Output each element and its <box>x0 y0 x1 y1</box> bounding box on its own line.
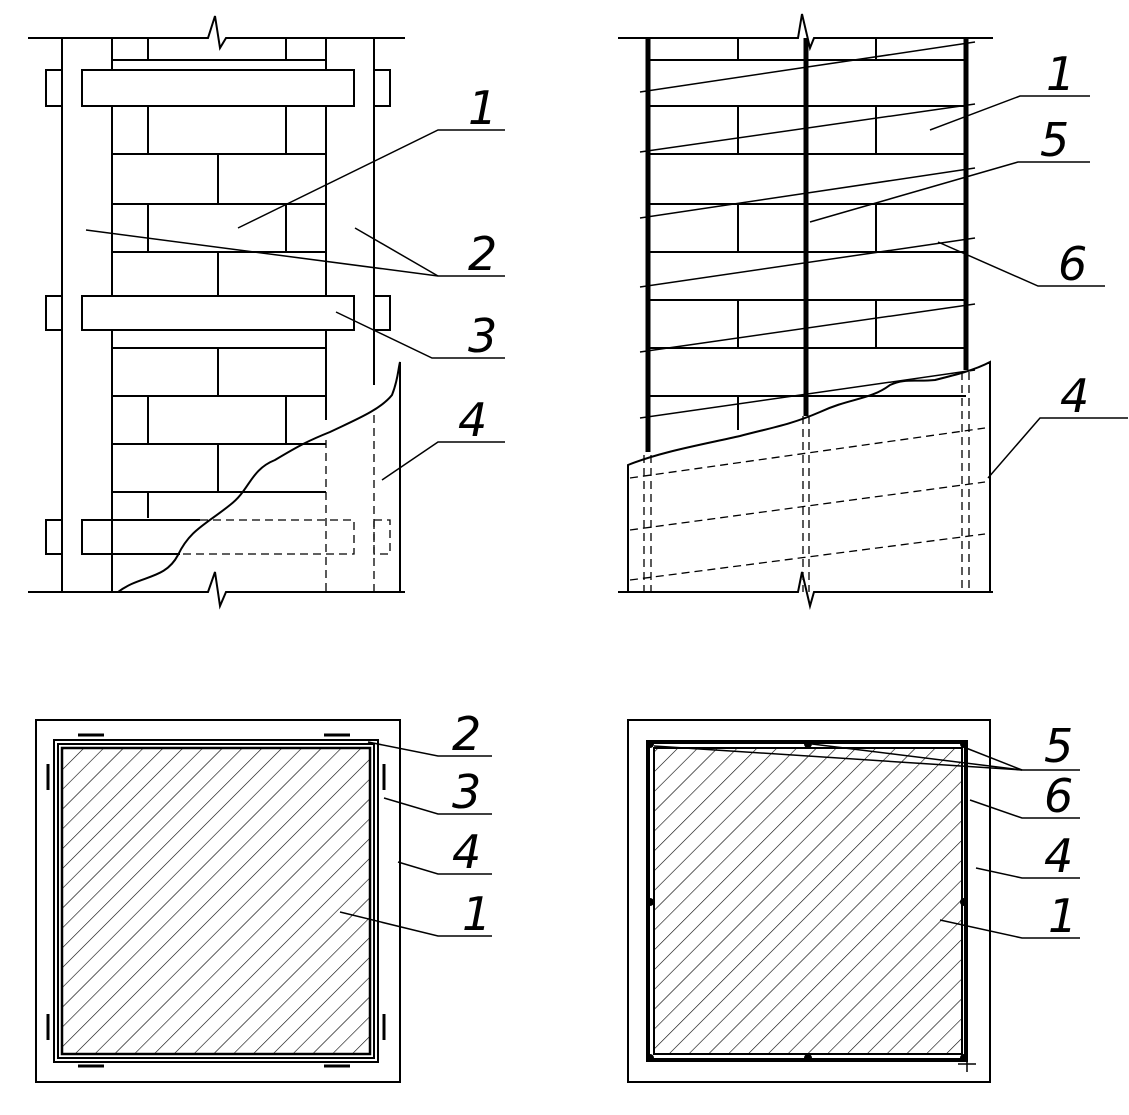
elevation-right <box>618 13 1128 610</box>
core-hatched <box>60 746 372 1056</box>
callout-label: 3 <box>468 309 497 363</box>
corner-angles <box>46 733 386 1068</box>
leaders <box>85 129 505 481</box>
bar-dots <box>646 740 968 1062</box>
core-hatched <box>653 747 963 1055</box>
leaders <box>809 95 1128 479</box>
callout-label: 2 <box>468 227 497 281</box>
callout-label: 4 <box>458 393 487 447</box>
section-left <box>35 719 492 1083</box>
callout-label: 5 <box>1044 719 1073 773</box>
hidden-lines <box>180 415 391 592</box>
callout-labels: 1 2 3 4 1 5 6 4 2 3 4 1 5 6 4 1 <box>452 47 1089 943</box>
elevation-left <box>28 15 505 610</box>
callout-label: 2 <box>452 707 481 761</box>
callout-label: 1 <box>1048 889 1077 943</box>
callout-label: 6 <box>1058 237 1087 291</box>
callout-label: 5 <box>1040 113 1069 167</box>
leaders <box>653 743 1080 939</box>
top-break-line <box>28 15 405 51</box>
section-right <box>627 719 1080 1083</box>
bottom-break-line <box>28 571 405 610</box>
top-break-line <box>618 13 993 52</box>
callout-label: 1 <box>1046 47 1075 101</box>
leaders <box>339 741 492 937</box>
callout-label: 1 <box>462 887 491 941</box>
hidden-lines <box>629 372 986 592</box>
bottom-break-line <box>618 571 993 610</box>
strip-outline-outer <box>53 739 379 1063</box>
brick-masonry <box>112 38 326 518</box>
callout-label: 4 <box>1060 369 1089 423</box>
spiral-wire <box>639 41 976 419</box>
callout-label: 3 <box>452 765 481 819</box>
callout-label: 4 <box>1044 829 1073 883</box>
strip-top <box>81 69 355 107</box>
callout-label: 4 <box>452 825 481 879</box>
plaster-layer <box>117 361 401 593</box>
strip-outline-inner <box>57 743 375 1059</box>
callout-label: 6 <box>1044 769 1073 823</box>
plaster-outline <box>35 719 401 1083</box>
callout-label: 1 <box>468 81 497 135</box>
plaster-layer <box>627 360 991 592</box>
strip-middle <box>81 295 355 331</box>
plaster-outline <box>627 719 991 1083</box>
